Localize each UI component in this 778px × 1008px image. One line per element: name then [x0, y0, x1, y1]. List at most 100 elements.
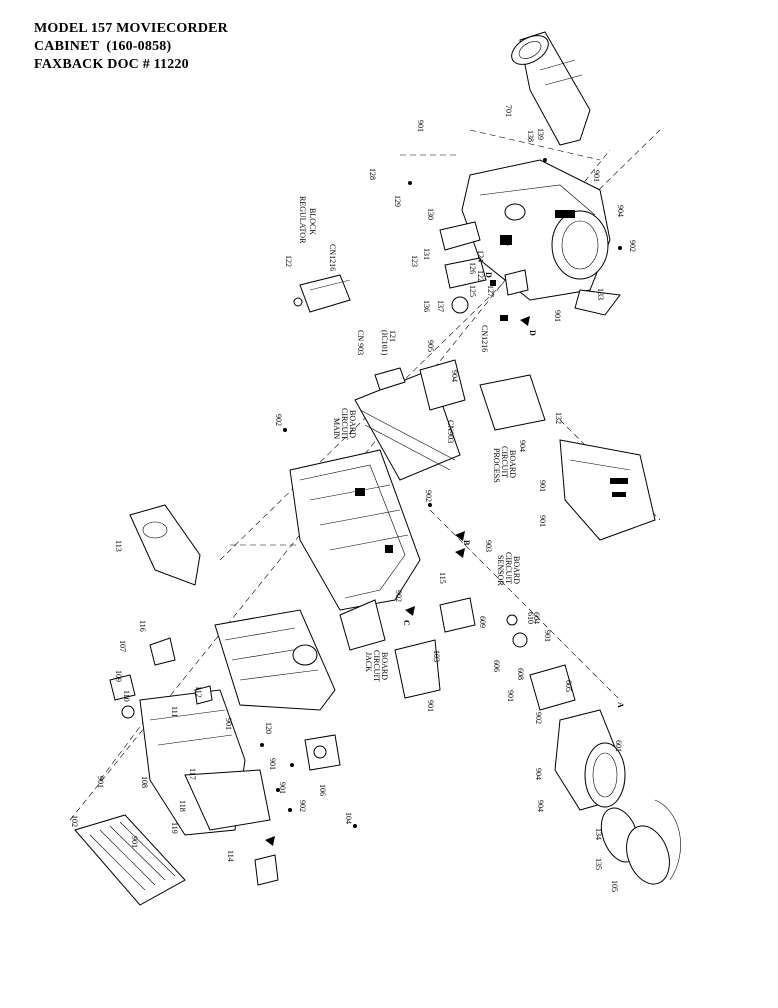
mechanism-frame — [289, 449, 421, 611]
label-ref-a: A — [616, 702, 625, 708]
label-904-mid: 904 — [518, 440, 527, 452]
cabinet-part-number: CABINET (160-0858) — [34, 39, 172, 54]
label-903: 903 — [484, 540, 493, 552]
label-111: 111 — [170, 706, 179, 717]
label-125: 125 — [468, 285, 477, 297]
label-ref-d-1: D — [484, 272, 493, 278]
label-118: 118 — [178, 800, 187, 812]
label-main-1: MAIN — [332, 418, 341, 440]
label-ref-d-2: D — [528, 330, 537, 336]
label-cn1216-mid: CN1216 — [480, 325, 489, 352]
label-129: 129 — [393, 195, 402, 207]
label-608: 608 — [516, 668, 525, 680]
label-127: 127 — [486, 285, 495, 297]
label-904-lens: 904 — [534, 768, 543, 780]
label-112: 112 — [194, 686, 203, 698]
upper-circuit-parts — [439, 221, 529, 321]
label-122: 122 — [476, 270, 485, 282]
document-header: MODEL 157 MOVIECORDER CABINET (160-0858)… — [34, 20, 228, 74]
label-124: 124 — [476, 250, 485, 262]
label-137: 137 — [436, 300, 445, 312]
label-130: 130 — [426, 208, 435, 220]
label-901-grille: 901 — [130, 836, 139, 848]
part-102-grille — [74, 814, 186, 906]
label-123: 123 — [410, 255, 419, 267]
label-cn1216-top: CN1216 — [328, 244, 337, 271]
label-604: 604 — [532, 612, 541, 624]
label-main-3: BOARD — [348, 410, 357, 438]
label-115: 115 — [438, 572, 447, 584]
part-number-labels: 701 138 139 901 901 904 902 128 129 130 … — [70, 105, 637, 892]
label-process-1: PROCESS — [492, 448, 501, 483]
label-136: 136 — [422, 300, 431, 312]
label-main-2: CIRCUIT — [340, 408, 349, 440]
label-901-left: 901 — [224, 718, 233, 730]
cassette-housing — [214, 609, 336, 711]
label-133: 133 — [596, 288, 605, 300]
label-126: 126 — [468, 262, 477, 274]
lens-assembly — [506, 614, 681, 885]
label-122-reg: 122 — [284, 255, 293, 267]
label-904-right: 904 — [616, 205, 625, 217]
front-cabinet — [461, 159, 621, 316]
label-110: 110 — [122, 690, 131, 702]
label-sensor-2: CIRCUIT — [504, 552, 513, 584]
left-cabinet — [109, 637, 271, 836]
label-regulator-2: BLOCK — [308, 208, 317, 235]
label-902-jack: 902 — [394, 590, 403, 602]
label-process-2: CIRCUIT — [500, 446, 509, 478]
label-cn903-b: CN903 — [446, 420, 455, 443]
label-109: 109 — [114, 670, 123, 682]
label-117: 117 — [188, 768, 197, 780]
label-901-lens: 901 — [543, 630, 552, 642]
label-ref-b: B — [462, 540, 471, 546]
label-ref-c: C — [402, 620, 411, 626]
label-605: 605 — [564, 680, 573, 692]
label-103: 103 — [432, 650, 441, 662]
part-113-cover — [129, 504, 201, 586]
regulator-bracket — [293, 274, 351, 313]
label-cn903: CN 903 — [356, 330, 365, 355]
label-606: 606 — [492, 660, 501, 672]
model-title: MODEL 157 MOVIECORDER — [34, 21, 228, 36]
label-901-jack: 901 — [426, 700, 435, 712]
label-102: 102 — [70, 815, 79, 827]
label-131: 131 — [422, 248, 431, 260]
label-905: 905 — [426, 340, 435, 352]
label-904-center: 904 — [450, 370, 459, 382]
label-108: 108 — [140, 776, 149, 788]
label-sensor-1: SENSOR — [496, 555, 505, 586]
faxback-doc-number: FAXBACK DOC # 11220 — [34, 57, 189, 72]
label-105: 105 — [610, 880, 619, 892]
label-104: 104 — [344, 812, 353, 824]
label-139: 139 — [536, 128, 545, 140]
label-902-lower: 902 — [424, 490, 433, 502]
label-138: 138 — [526, 130, 535, 142]
label-901-process: 901 — [538, 480, 547, 492]
label-902-low: 902 — [298, 800, 307, 812]
small-hardware — [254, 158, 622, 886]
label-609: 609 — [478, 616, 487, 628]
label-135: 135 — [594, 858, 603, 870]
label-106: 106 — [318, 784, 327, 796]
label-jack-3: BOARD — [380, 652, 389, 680]
label-process-3: BOARD — [508, 450, 517, 478]
label-901-process-b: 901 — [538, 515, 547, 527]
label-901-mid: 901 — [553, 310, 562, 322]
label-902-lens: 902 — [534, 712, 543, 724]
label-902-right: 902 — [628, 240, 637, 252]
label-901-left-b: 901 — [96, 776, 105, 788]
label-901-low-a: 901 — [268, 758, 277, 770]
label-114: 114 — [226, 850, 235, 862]
label-107: 107 — [118, 640, 127, 652]
label-120: 120 — [264, 722, 273, 734]
label-jack-2: CIRCUIT — [372, 650, 381, 682]
label-902-center: 902 — [274, 414, 283, 426]
jack-circuit-board — [339, 597, 476, 699]
label-901-lens-b: 901 — [506, 690, 515, 702]
process-circuit-board — [559, 439, 656, 541]
label-ic101: (IC101) — [380, 330, 389, 356]
reference-arrows — [265, 236, 530, 846]
label-128: 128 — [368, 168, 377, 180]
